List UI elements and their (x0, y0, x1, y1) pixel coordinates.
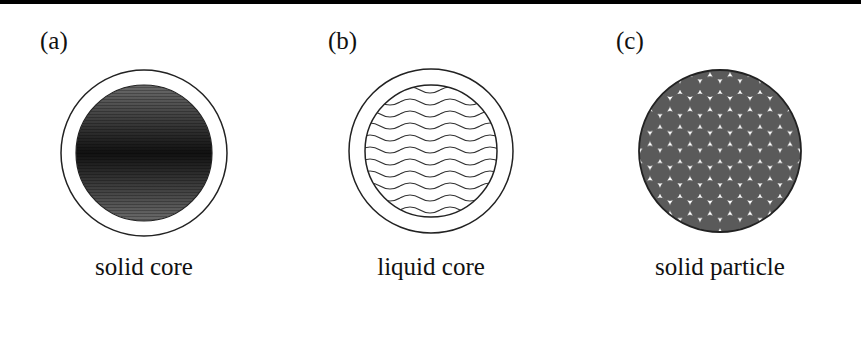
panel-letter: (c) (616, 26, 644, 56)
top-rule (0, 0, 861, 4)
panel-caption: liquid core (377, 252, 485, 282)
solid-core-particle (61, 70, 227, 236)
solid-particle (639, 70, 801, 232)
liquid-core-particle (349, 69, 513, 233)
panel-caption: solid particle (655, 252, 785, 282)
panel-letter: (a) (40, 26, 68, 56)
panel-letter: (b) (328, 26, 357, 56)
panel-caption: solid core (95, 252, 193, 282)
